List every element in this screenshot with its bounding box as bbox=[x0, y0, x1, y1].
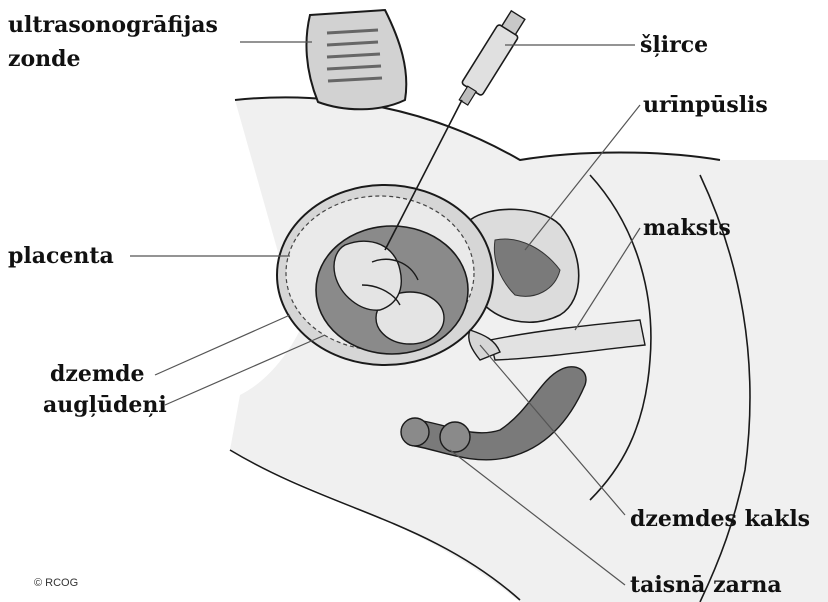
label-rectum: taisnā zarna bbox=[630, 574, 782, 596]
ultrasound-probe bbox=[306, 10, 406, 109]
label-amniotic-fluid: augļūdeņi bbox=[43, 394, 167, 416]
label-ultrasound-probe-line2: zonde bbox=[8, 48, 81, 70]
rectum-bulb-1 bbox=[401, 418, 429, 446]
copyright-notice: © RCOG bbox=[34, 577, 78, 589]
rectum-bulb-2 bbox=[440, 422, 470, 452]
syringe-shape bbox=[453, 9, 528, 109]
leader-uterus bbox=[155, 315, 290, 375]
label-cervix: dzemdes kakls bbox=[630, 508, 810, 530]
label-placenta: placenta bbox=[8, 245, 114, 267]
label-bladder: urīnpūslis bbox=[643, 94, 768, 116]
label-ultrasound-probe-line1: ultrasonogrāfijas bbox=[8, 14, 218, 36]
label-uterus: dzemde bbox=[50, 363, 145, 385]
label-syringe: šļirce bbox=[640, 34, 708, 56]
label-vagina: maksts bbox=[643, 217, 731, 239]
